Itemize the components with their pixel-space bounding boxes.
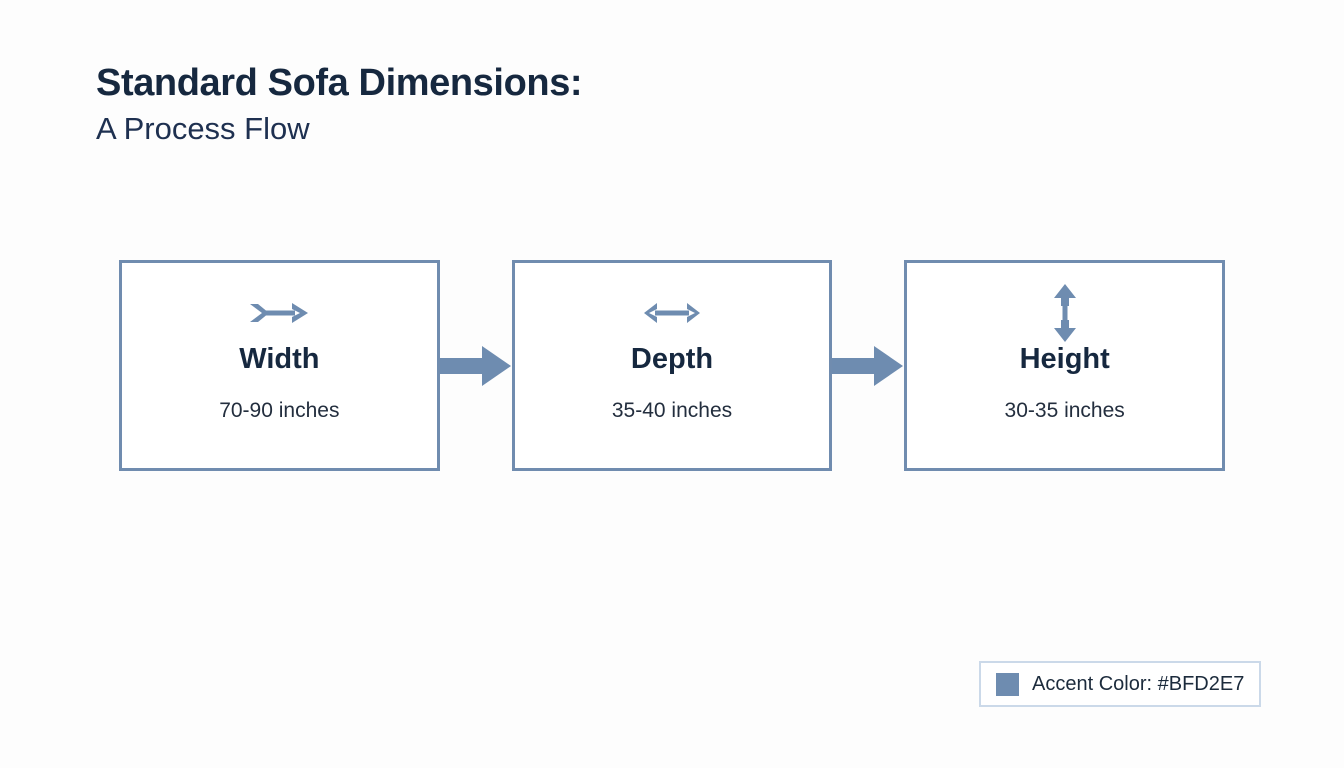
flow-node-label: Depth xyxy=(630,343,714,375)
color-swatch-icon xyxy=(996,672,1019,696)
accent-color-label: Accent Color: #BFD2E7 xyxy=(1032,673,1245,695)
block-arrow-right-icon xyxy=(832,344,904,388)
flow-node-value: 35-40 inches xyxy=(611,399,733,422)
arrow-left-right-icon xyxy=(644,291,700,335)
flow-node-value: 30-35 inches xyxy=(1004,399,1125,422)
arrow-right-long-icon xyxy=(248,291,310,335)
flow-node-label: Width xyxy=(239,343,320,375)
flow-node-value: 70-90 inches xyxy=(219,399,340,422)
flow-node-width[interactable]: Width 70-90 inches xyxy=(119,260,440,471)
flow-node-depth[interactable]: Depth 35-40 inches xyxy=(511,260,833,471)
block-arrow-right-icon xyxy=(439,344,512,388)
page-header: Standard Sofa Dimensions: A Process Flow xyxy=(96,62,583,147)
flow-node-label: Height xyxy=(1019,343,1110,375)
arrow-up-down-icon xyxy=(1051,284,1079,342)
accent-color-legend: Accent Color: #BFD2E7 xyxy=(979,661,1262,707)
page-subtitle: A Process Flow xyxy=(96,110,310,146)
flow-connector-1 xyxy=(439,260,512,471)
flow-connector-2 xyxy=(832,260,904,471)
process-flow-diagram: Width 70-90 inches Depth 35-40 inches xyxy=(119,260,1226,471)
flow-node-height[interactable]: Height 30-35 inches xyxy=(904,260,1226,471)
page-title: Standard Sofa Dimensions: xyxy=(96,62,583,104)
